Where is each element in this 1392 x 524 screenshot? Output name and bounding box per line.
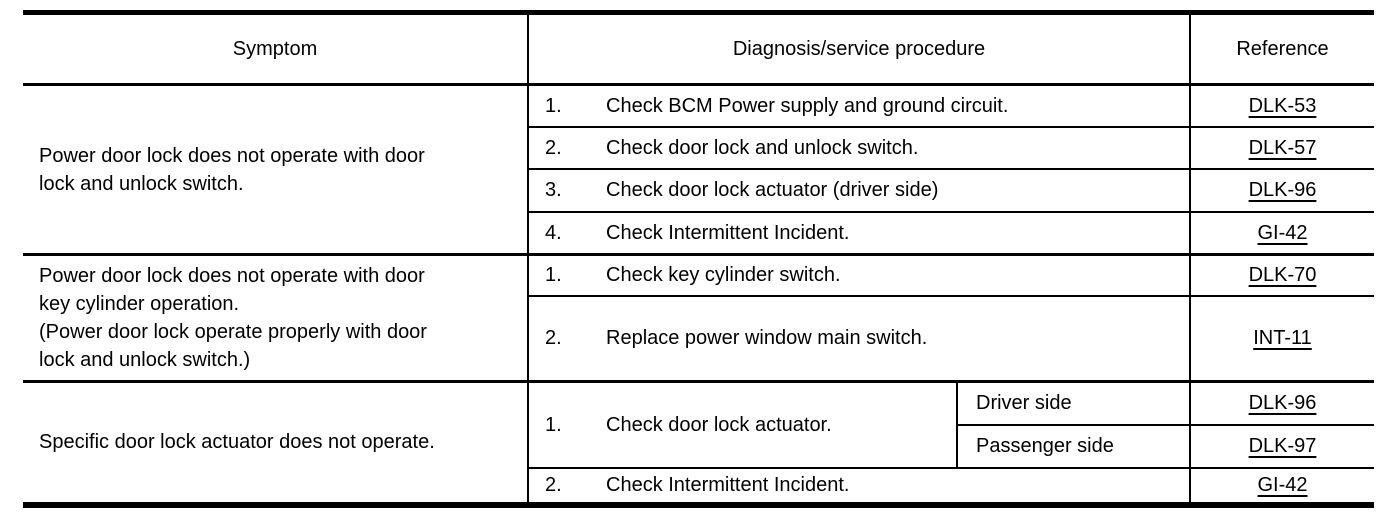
reference-cell: GI-42 [1189,210,1374,255]
step-text: Replace power window main switch. [606,327,928,350]
header-reference: Reference [1189,12,1374,86]
symptom-cell: Power door lock does not operate with do… [23,83,529,255]
reference-link[interactable]: DLK-57 [1248,136,1317,159]
step-number: 4. [545,221,562,244]
step-text: Check door lock actuator. [606,413,832,436]
procedure-cell: 2. Check door lock and unlock switch. [528,125,1190,169]
reference-link[interactable]: INT-11 [1253,327,1312,350]
table-row: Power door lock does not operate with do… [23,253,1374,382]
table-row: 2. Check Intermittent Incident. GI-42 [23,466,1374,505]
page: Symptom Diagnosis/service procedure Refe… [23,10,1374,508]
reference-link[interactable]: DLK-70 [1248,264,1317,287]
header-symptom: Symptom [23,12,529,86]
reference-cell: DLK-70 [1189,253,1374,296]
side-label: Driver side [976,392,1072,415]
step-number: 3. [545,179,562,201]
reference-link[interactable]: GI-42 [1257,474,1308,496]
symptom-group-1: Power door lock does not operate with do… [23,83,1374,255]
step-number: 2. [545,327,562,350]
step-text: Check Intermittent Incident. [606,221,850,244]
reference-cell: DLK-97 [1189,423,1374,468]
step-text: Check Intermittent Incident. [606,474,850,496]
symptom-group-2: Power door lock does not operate with do… [23,253,1374,382]
table-row: 4. Check Intermittent Incident. GI-42 [23,210,1374,255]
table-row: 3. Check door lock actuator (driver side… [23,167,1374,212]
symptom-cell: Specific door lock actuator does not ope… [23,380,529,505]
step-number: 1. [545,94,562,117]
symptom-text: Power door lock does not operate with do… [39,144,425,195]
reference-cell: DLK-57 [1189,125,1374,169]
reference-cell: DLK-96 [1189,167,1374,212]
side-cell: Passenger side [956,423,1190,468]
procedure-cell: 1. Check door lock actuator. [528,380,957,468]
symptom-text: Specific door lock actuator does not ope… [39,431,435,454]
table-row: Specific door lock actuator does not ope… [23,380,1374,505]
step-text: Check door lock actuator (driver side) [606,179,939,201]
procedure-cell: 2. Check Intermittent Incident. [528,466,1190,505]
step-number: 1. [545,413,562,436]
step-number: 2. [545,136,562,159]
symptom-text: Power door lock does not operate with do… [39,265,427,371]
reference-cell: DLK-96 [1189,380,1374,425]
procedure-cell: 1. Check BCM Power supply and ground cir… [528,83,1190,127]
header-procedure: Diagnosis/service procedure [528,12,1190,86]
reference-cell: DLK-53 [1189,83,1374,127]
step-text: Check BCM Power supply and ground circui… [606,94,1009,117]
header-row: Symptom Diagnosis/service procedure Refe… [23,12,1374,86]
reference-link[interactable]: DLK-97 [1248,435,1317,457]
reference-link[interactable]: DLK-96 [1248,392,1317,415]
step-text: Check door lock and unlock switch. [606,136,919,159]
reference-link[interactable]: DLK-96 [1248,179,1317,201]
diagnosis-table: Symptom Diagnosis/service procedure Refe… [23,10,1374,508]
reference-link[interactable]: DLK-53 [1248,94,1317,117]
symptom-cell: Power door lock does not operate with do… [23,253,529,382]
step-number: 2. [545,474,562,496]
reference-cell: GI-42 [1189,466,1374,505]
table-row: Power door lock does not operate with do… [23,83,1374,255]
procedure-cell: 3. Check door lock actuator (driver side… [528,167,1190,212]
step-number: 1. [545,264,562,287]
step-text: Check key cylinder switch. [606,264,841,287]
table-row: 2. Check door lock and unlock switch. DL… [23,125,1374,169]
procedure-cell: 4. Check Intermittent Incident. [528,210,1190,255]
table-row: Passenger side DLK-97 [23,423,1374,468]
reference-link[interactable]: GI-42 [1257,221,1308,244]
reference-cell: INT-11 [1189,294,1374,382]
procedure-cell: 1. Check key cylinder switch. [528,253,1190,296]
procedure-cell: 2. Replace power window main switch. [528,294,1190,382]
table-row: 2. Replace power window main switch. INT… [23,294,1374,382]
side-cell: Driver side [956,380,1190,425]
side-label: Passenger side [976,435,1114,457]
symptom-group-3: Specific door lock actuator does not ope… [23,380,1374,505]
